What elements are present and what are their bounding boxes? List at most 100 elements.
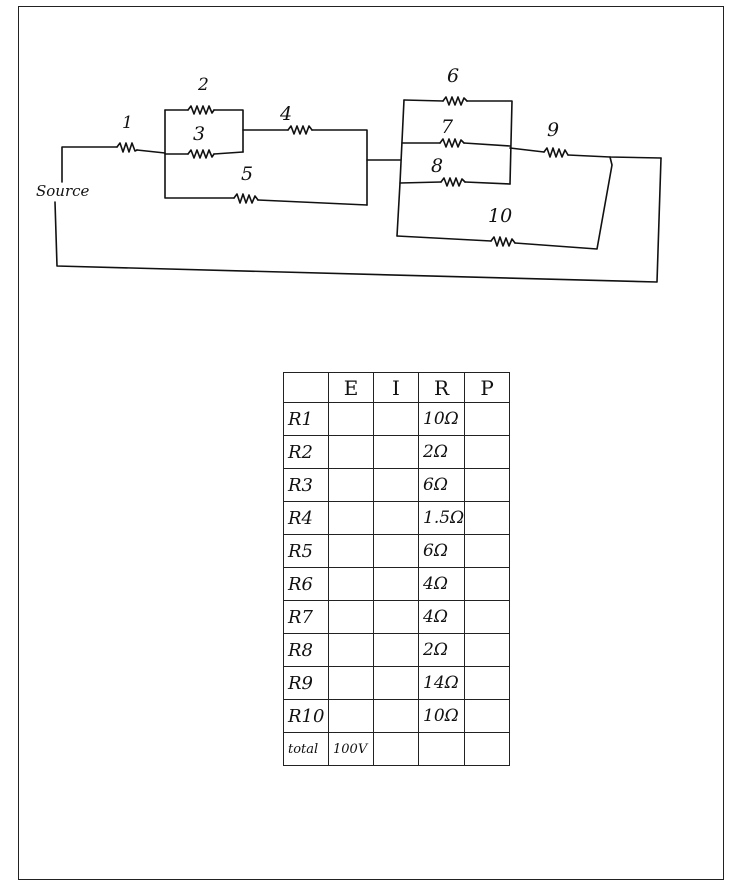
row-label: R2 [283,435,329,469]
resistor-9-label: 9 [547,119,559,141]
cell-e [328,402,374,436]
source-label: Source [36,182,90,200]
table-row: R3 6Ω [283,468,511,502]
cell-i [373,468,419,502]
wire-r9-branch [509,147,662,159]
wire-r1-to-node-a [136,149,166,154]
resistor-8-zigzag [440,177,466,187]
cell-i [373,732,419,766]
row-label: R1 [283,402,329,436]
resistor-10-label: 10 [488,205,512,227]
cell-e [328,435,374,469]
row-label: R7 [283,600,329,634]
resistor-6-zigzag [442,96,468,106]
cell-e [328,633,374,667]
cell-e [328,567,374,601]
wire-r7-branch [401,142,511,147]
cell-e [328,501,374,535]
cell-i [373,435,419,469]
cell-r: 14Ω [417,666,466,700]
cell-i [373,501,419,535]
cell-r: 6Ω [417,534,466,568]
cell-p [464,567,511,601]
header-r: R [417,372,466,403]
cell-i [373,600,419,634]
resistor-1-zigzag [116,142,138,153]
eirp-table: E I R P R1 10Ω R2 2Ω R3 6Ω R4 [283,372,511,766]
cell-p [464,435,511,469]
row-label: R6 [283,567,329,601]
cell-i [373,402,419,436]
row-label: R5 [283,534,329,568]
header-p: P [464,372,511,403]
cell-p [464,468,511,502]
cell-i [373,699,419,733]
row-label: R9 [283,666,329,700]
wire-r2-branch [164,109,244,153]
resistor-7-label: 7 [441,116,454,138]
row-label: R8 [283,633,329,667]
wire-r10-branch [396,156,613,250]
cell-p [464,600,511,634]
wire-source-to-r1 [61,146,118,183]
resistor-5-label: 5 [241,163,253,185]
wire-return-to-source [54,157,662,283]
cell-r: 10Ω [417,699,466,733]
cell-e [328,468,374,502]
table-row: R5 6Ω [283,534,511,568]
cell-e [328,600,374,634]
wire-r8-branch [399,181,511,185]
table-row: R2 2Ω [283,435,511,469]
header-i: I [373,372,419,403]
table-row: R1 10Ω [283,402,511,436]
cell-r: 1.5Ω [417,501,466,535]
resistor-1-label: 1 [122,113,133,133]
table-header-row: E I R P [283,372,511,403]
header-e: E [328,372,374,403]
wire-r6-branch [403,99,513,185]
wire-r3-branch [164,151,244,155]
resistor-3-zigzag [187,149,215,159]
cell-p [464,501,511,535]
cell-p [464,633,511,667]
cell-i [373,567,419,601]
cell-p [464,534,511,568]
table-row: R6 4Ω [283,567,511,601]
header-corner [283,372,329,403]
resistor-9-zigzag [543,147,569,158]
worksheet-page [18,6,724,880]
row-label: R4 [283,501,329,535]
wire-left-rail-right-network [396,99,405,237]
table-row: R10 10Ω [283,699,511,733]
resistor-8-label: 8 [431,155,443,177]
cell-r: 4Ω [417,600,466,634]
cell-i [373,633,419,667]
cell-r: 6Ω [417,468,466,502]
resistor-2-label: 2 [197,75,209,95]
row-label: total [283,732,329,766]
resistor-4-label: 4 [279,103,292,125]
row-label: R3 [283,468,329,502]
wire-r5-branch [257,199,368,206]
wire-r4-branch [242,129,368,206]
cell-r: 10Ω [417,402,466,436]
cell-r: 4Ω [417,567,466,601]
table-row: R4 1.5Ω [283,501,511,535]
cell-e [328,666,374,700]
cell-e: 100V [328,732,374,766]
wire-node-a-bottom-branch [164,109,235,199]
resistor-7-zigzag [439,138,465,148]
row-label: R10 [283,699,329,733]
cell-e [328,534,374,568]
resistor-2-zigzag [187,105,215,115]
resistor-5-zigzag [233,193,259,204]
table-row: R8 2Ω [283,633,511,667]
table-row: R9 14Ω [283,666,511,700]
resistor-10-zigzag [490,236,516,247]
cell-p [464,699,511,733]
cell-e [328,699,374,733]
cell-p [464,666,511,700]
cell-r: 2Ω [417,435,466,469]
resistor-6-label: 6 [447,65,459,87]
